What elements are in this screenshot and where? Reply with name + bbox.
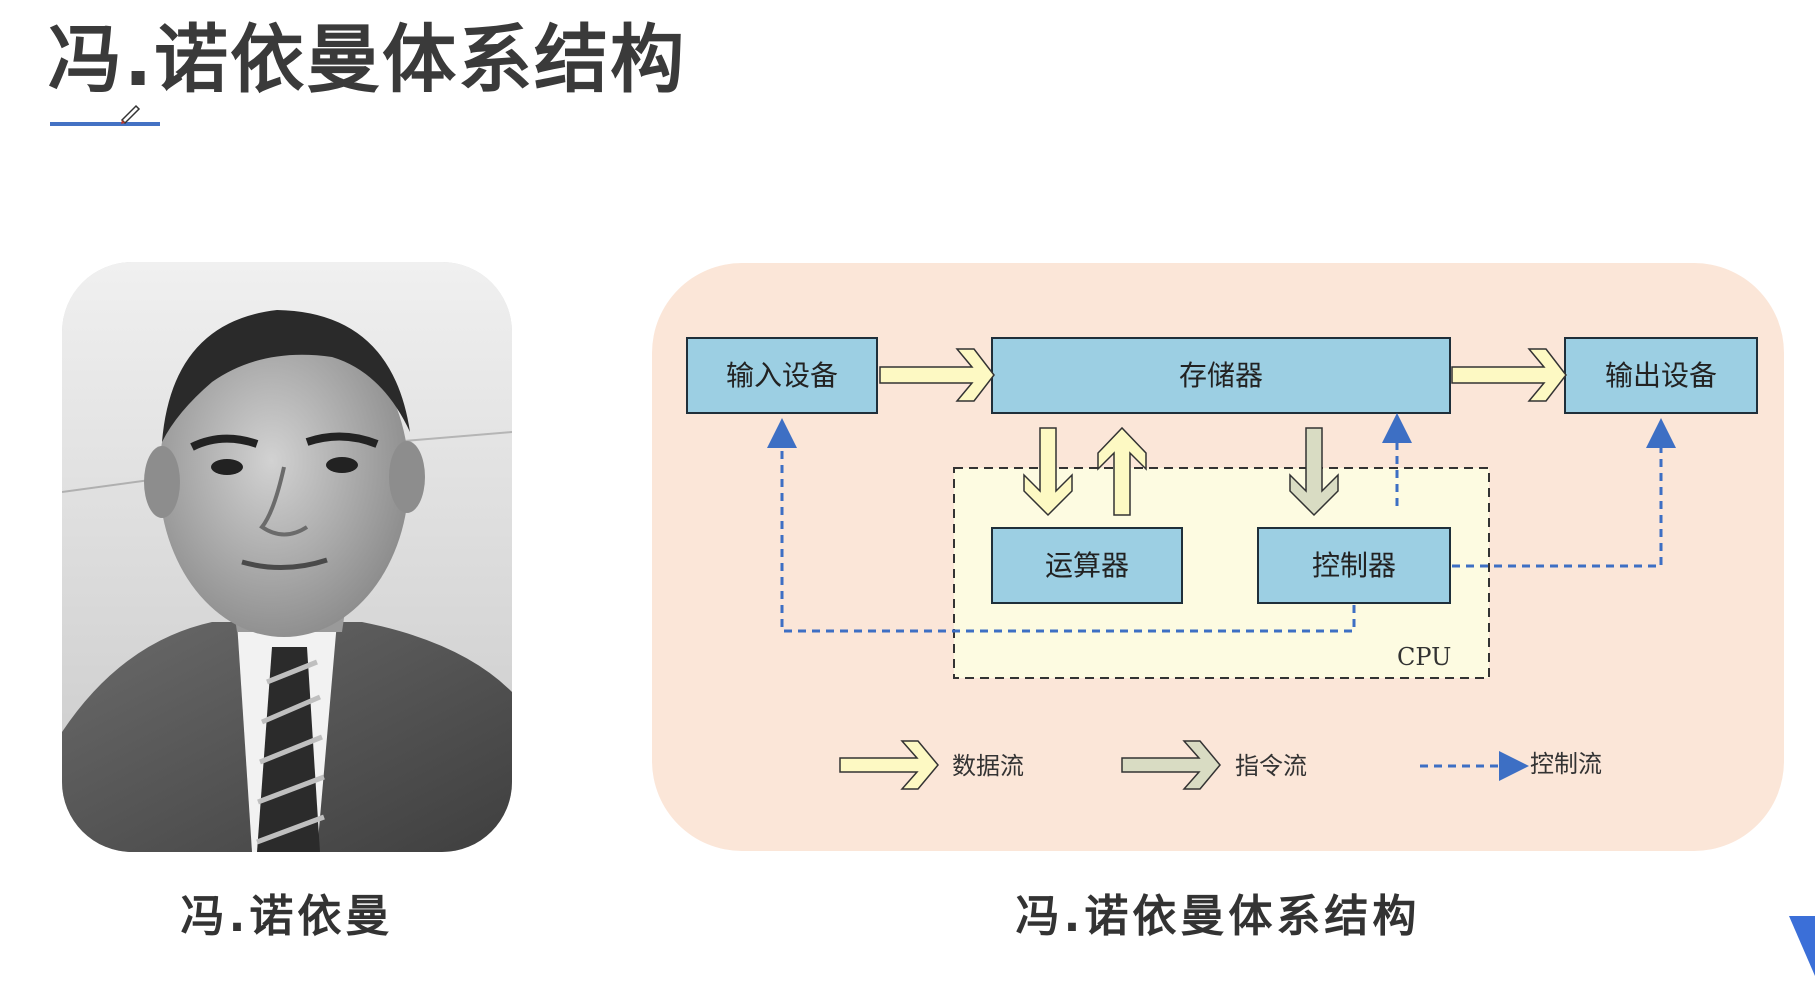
data-arrow-input-to-memory (879, 348, 995, 402)
portrait-caption: 冯.诺依曼 (180, 891, 394, 942)
legend-control-flow-label: 控制流 (1530, 750, 1602, 778)
data-arrow-memory-to-output (1451, 348, 1567, 402)
control-flow-lines (767, 413, 1676, 633)
legend-data-flow-arrow (839, 740, 939, 790)
corner-triangle-icon (1789, 916, 1815, 976)
output-device-box: 输出设备 (1564, 337, 1758, 414)
input-device-box: 输入设备 (686, 337, 878, 414)
legend-instruction-flow-arrow (1121, 740, 1221, 790)
controller-box: 控制器 (1257, 527, 1451, 604)
data-arrow-alu-to-memory (1097, 426, 1147, 516)
architecture-diagram: CPU 输入设备 存储器 输出设备 运算器 控制器 (652, 263, 1784, 851)
data-arrow-memory-to-alu (1023, 427, 1073, 517)
instruction-arrow-memory-to-controller (1289, 427, 1339, 517)
legend: 数据流 指令流 控制流 (839, 740, 1602, 790)
output-device-label: 输出设备 (1605, 359, 1717, 392)
memory-label: 存储器 (1179, 359, 1263, 392)
input-device-label: 输入设备 (726, 359, 838, 392)
page-title: 冯.诺依曼体系结构 (48, 17, 687, 103)
alu-label: 运算器 (1045, 549, 1129, 582)
diagram-caption: 冯.诺依曼体系结构 (1015, 891, 1421, 942)
legend-instruction-flow-label: 指令流 (1235, 752, 1307, 780)
cpu-label: CPU (1397, 643, 1451, 671)
title-underline (50, 122, 160, 126)
pen-icon (120, 104, 141, 124)
legend-data-flow-label: 数据流 (952, 752, 1024, 780)
memory-box: 存储器 (991, 337, 1451, 414)
alu-box: 运算器 (991, 527, 1183, 604)
portrait-photo (62, 262, 512, 852)
controller-label: 控制器 (1312, 549, 1396, 582)
